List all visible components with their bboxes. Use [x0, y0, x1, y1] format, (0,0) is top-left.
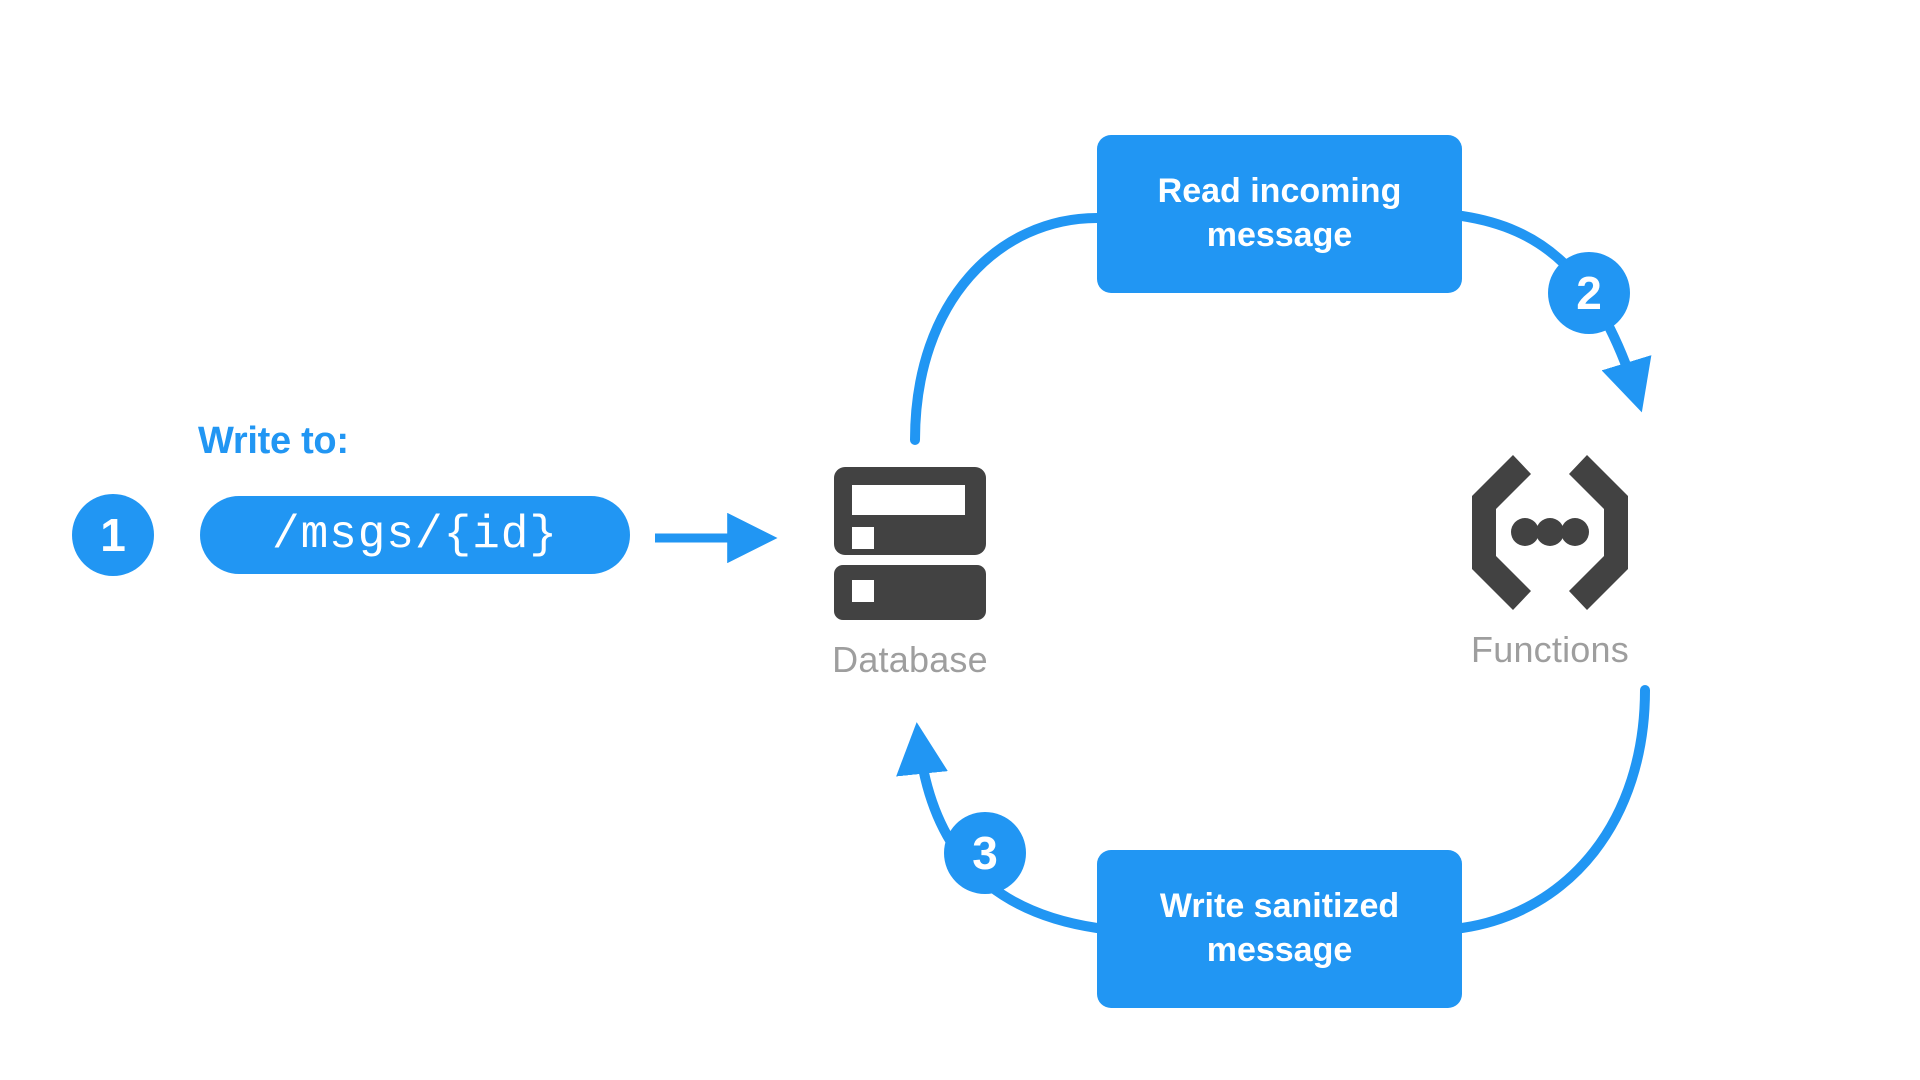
- database-path-pill[interactable]: /msgs/{id}: [200, 496, 630, 574]
- service-label-database: Database: [832, 639, 988, 680]
- action-box-read-incoming-message[interactable]: Read incoming message: [1097, 135, 1462, 293]
- action-box-write-sanitized-message[interactable]: Write sanitized message: [1097, 850, 1462, 1008]
- functions-braces-icon: [1455, 455, 1645, 615]
- step-badge-1: 1: [72, 494, 154, 576]
- database-path-text: /msgs/{id}: [271, 509, 559, 561]
- database-icon: [830, 465, 990, 625]
- service-label-functions: Functions: [1471, 629, 1629, 670]
- service-node-functions[interactable]: Functions: [1420, 455, 1680, 671]
- step-badge-2: 2: [1548, 252, 1630, 334]
- database-to-read-curve: [910, 213, 1102, 445]
- service-node-database[interactable]: Database: [780, 465, 1040, 681]
- functions-to-write-curve: [1457, 685, 1650, 933]
- write-to-label: Write to:: [198, 420, 349, 462]
- step-badge-3: 3: [944, 812, 1026, 894]
